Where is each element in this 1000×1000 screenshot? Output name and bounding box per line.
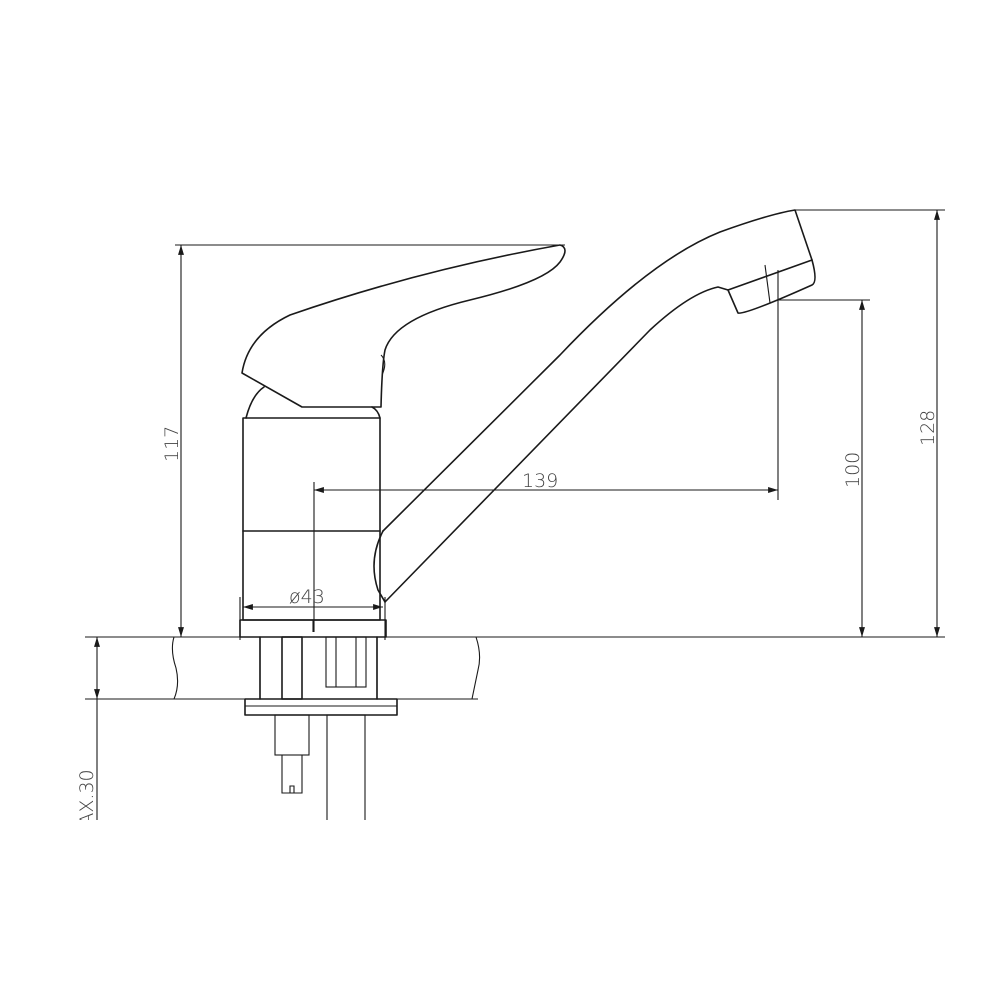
spout (373, 209, 816, 603)
mounting-hardware (244, 636, 398, 820)
dimension-lines (94, 209, 945, 820)
dim-label-diameter-43: ø43 (289, 586, 325, 608)
dim-label-139: 139 (522, 470, 558, 492)
dim-label-117: 117 (161, 426, 183, 462)
dim-label-max-30: MAX.30 (76, 769, 98, 842)
lever-handle[interactable] (241, 244, 566, 408)
countertop-section (85, 636, 945, 700)
dim-label-128: 128 (917, 410, 939, 446)
dim-label-100: 100 (842, 452, 864, 488)
